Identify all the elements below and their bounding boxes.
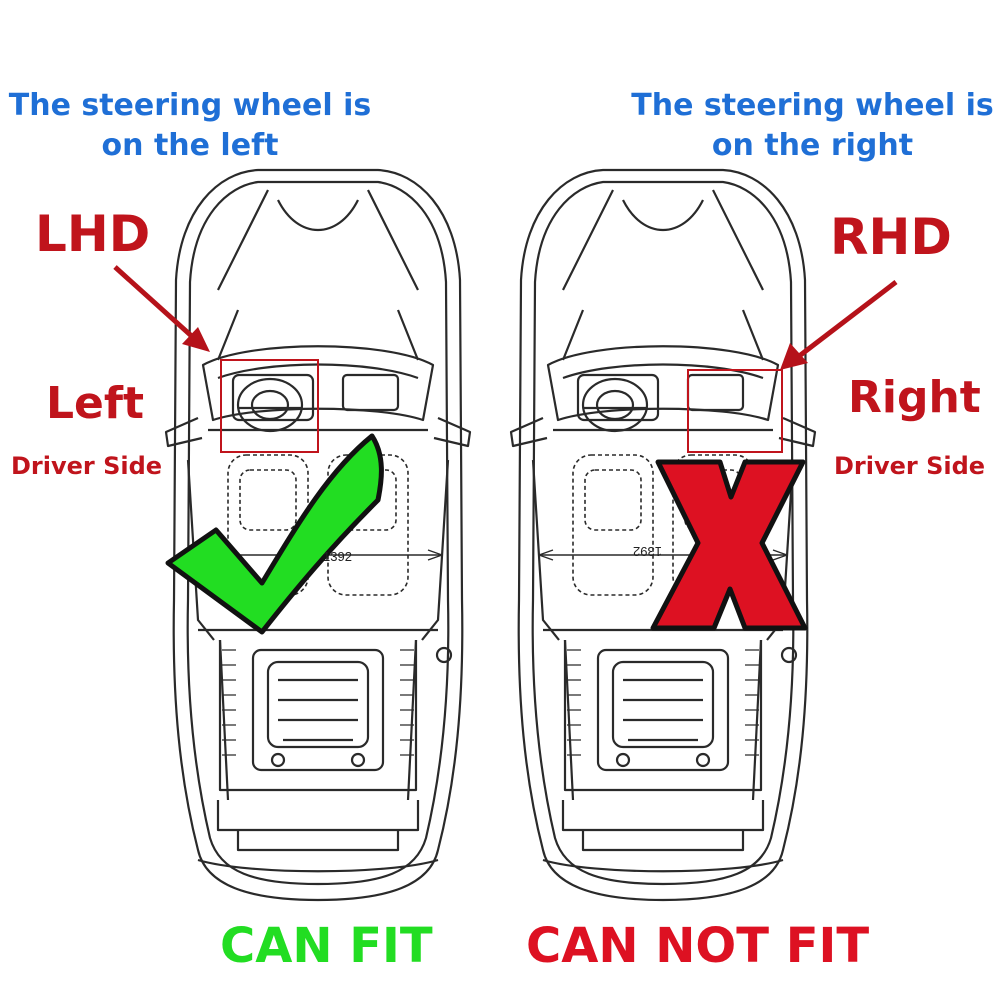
left-side-sub: Driver Side (11, 452, 163, 480)
check-mark-icon (165, 433, 384, 635)
left-note-line1: The steering wheel is (8, 88, 372, 123)
right-note-line2: on the right (711, 128, 914, 163)
left-note-line2: on the left (101, 128, 279, 163)
left-note: The steering wheel is on the left (0, 86, 380, 166)
left-dimension-label: 1392 (323, 549, 352, 564)
right-pointer-arrow (780, 280, 898, 370)
right-car-outline (509, 168, 817, 902)
left-code-label: LHD (35, 205, 151, 263)
left-pointer-arrow (113, 265, 210, 352)
fit-result: CAN FIT (220, 918, 433, 974)
left-wheel-highlight (220, 359, 319, 453)
right-side-sub: Driver Side (834, 452, 986, 480)
right-note-line1: The steering wheel is (631, 88, 994, 123)
right-code-label: RHD (830, 208, 952, 266)
nofit-result: CAN NOT FIT (526, 918, 870, 974)
right-note: The steering wheel is on the right (625, 86, 1000, 166)
right-dimension-label: 1392 (633, 544, 662, 559)
right-side-word: Right (848, 372, 981, 423)
right-wheel-highlight (687, 369, 783, 453)
left-side-word: Left (46, 378, 145, 429)
x-mark-icon (650, 459, 808, 631)
